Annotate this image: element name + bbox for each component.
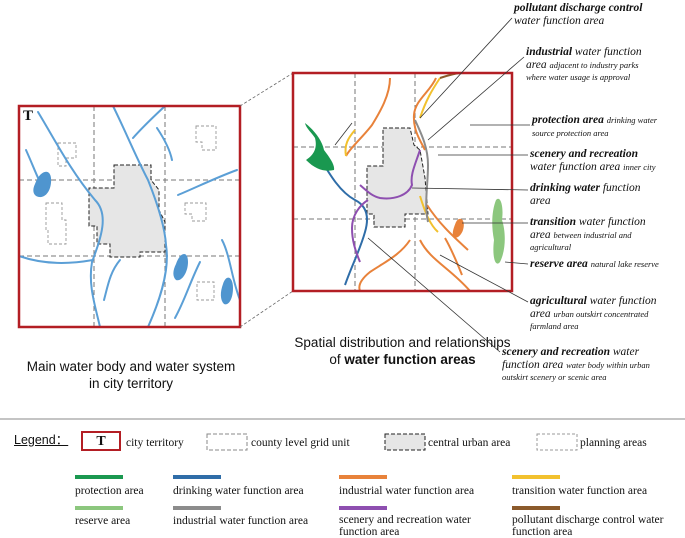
legend-line-pollutant	[512, 506, 560, 510]
legend-label-scenery: scenery and recreation water function ar…	[339, 514, 471, 538]
right-map	[291, 71, 514, 293]
legend-territory-swatch: T	[81, 431, 121, 451]
legend-line-reserve	[75, 506, 123, 510]
legend-urban-swatch	[384, 433, 426, 451]
city-territory-frame	[17, 104, 242, 329]
rivers	[18, 105, 241, 328]
legend-label-transition: transition water function area	[512, 485, 648, 497]
legend-line-swatches	[75, 475, 560, 510]
protection-area-shape	[305, 123, 335, 171]
legend-label-central-urban: central urban area	[428, 437, 511, 449]
lakes	[33, 171, 233, 305]
legend-title: Legend：	[14, 433, 69, 447]
legend-label-industrial-orange: industrial water function area	[339, 485, 475, 497]
legend-label-reserve: reserve area	[75, 515, 131, 527]
scenery-rivers	[350, 149, 421, 263]
legend-line-industrial-grey	[173, 506, 221, 510]
right-map-caption: Spatial distribution and relationships o…	[290, 334, 515, 368]
reserve-lake	[492, 198, 505, 264]
legend-label-city-territory: city territory	[126, 437, 184, 449]
territory-marker: T	[23, 108, 34, 124]
annotation-agricultural: agricultural water function area urban o…	[530, 295, 657, 331]
annotation-reserve: reserve area natural lake reserve	[530, 258, 659, 270]
legend-label-pollutant: pollutant discharge control water functi…	[512, 514, 664, 538]
annotation-scenery-outskirt: scenery and recreation water function ar…	[502, 346, 650, 382]
legend-swatches	[206, 433, 578, 451]
legend-label-protection: protection area	[75, 485, 144, 497]
legend-line-transition	[512, 475, 560, 479]
right-caption-plain: Spatial distribution and relationships o…	[294, 335, 511, 367]
leader-lines	[334, 17, 530, 353]
legend-county-grid-swatch	[206, 433, 248, 451]
agricultural-pond	[452, 218, 464, 238]
right-central-urban-area	[366, 127, 429, 228]
industrial-rivers	[345, 77, 471, 292]
legend-label-county-grid: county level grid unit	[251, 437, 350, 449]
central-urban-area	[88, 164, 166, 258]
legend-line-industrial-orange	[339, 475, 387, 479]
annotation-transition: transition water function area between i…	[530, 216, 646, 252]
left-map	[17, 104, 242, 329]
legend-label-drinking: drinking water function area	[173, 485, 304, 497]
legend-line-drinking	[173, 475, 221, 479]
legend-line-protection	[75, 475, 123, 479]
legend-label-planning: planning areas	[580, 437, 647, 449]
annotation-industrial: industrial water function area adjacent …	[526, 46, 642, 82]
annotation-protection: protection area drinking water source pr…	[532, 114, 658, 138]
legend-line-scenery	[339, 506, 387, 510]
legend-label-industrial-grey: industrial water function area	[173, 515, 309, 527]
zoom-connectors	[239, 72, 294, 328]
industrial-grey-river	[414, 119, 430, 223]
right-caption-bold: water function areas	[344, 352, 476, 367]
right-map-frame	[291, 71, 514, 293]
drinking-water-river	[317, 154, 368, 286]
left-map-caption: Main water body and water system in city…	[26, 359, 236, 391]
annotation-drinking: drinking water function area	[530, 182, 641, 207]
legend-planning-swatch	[536, 433, 578, 451]
